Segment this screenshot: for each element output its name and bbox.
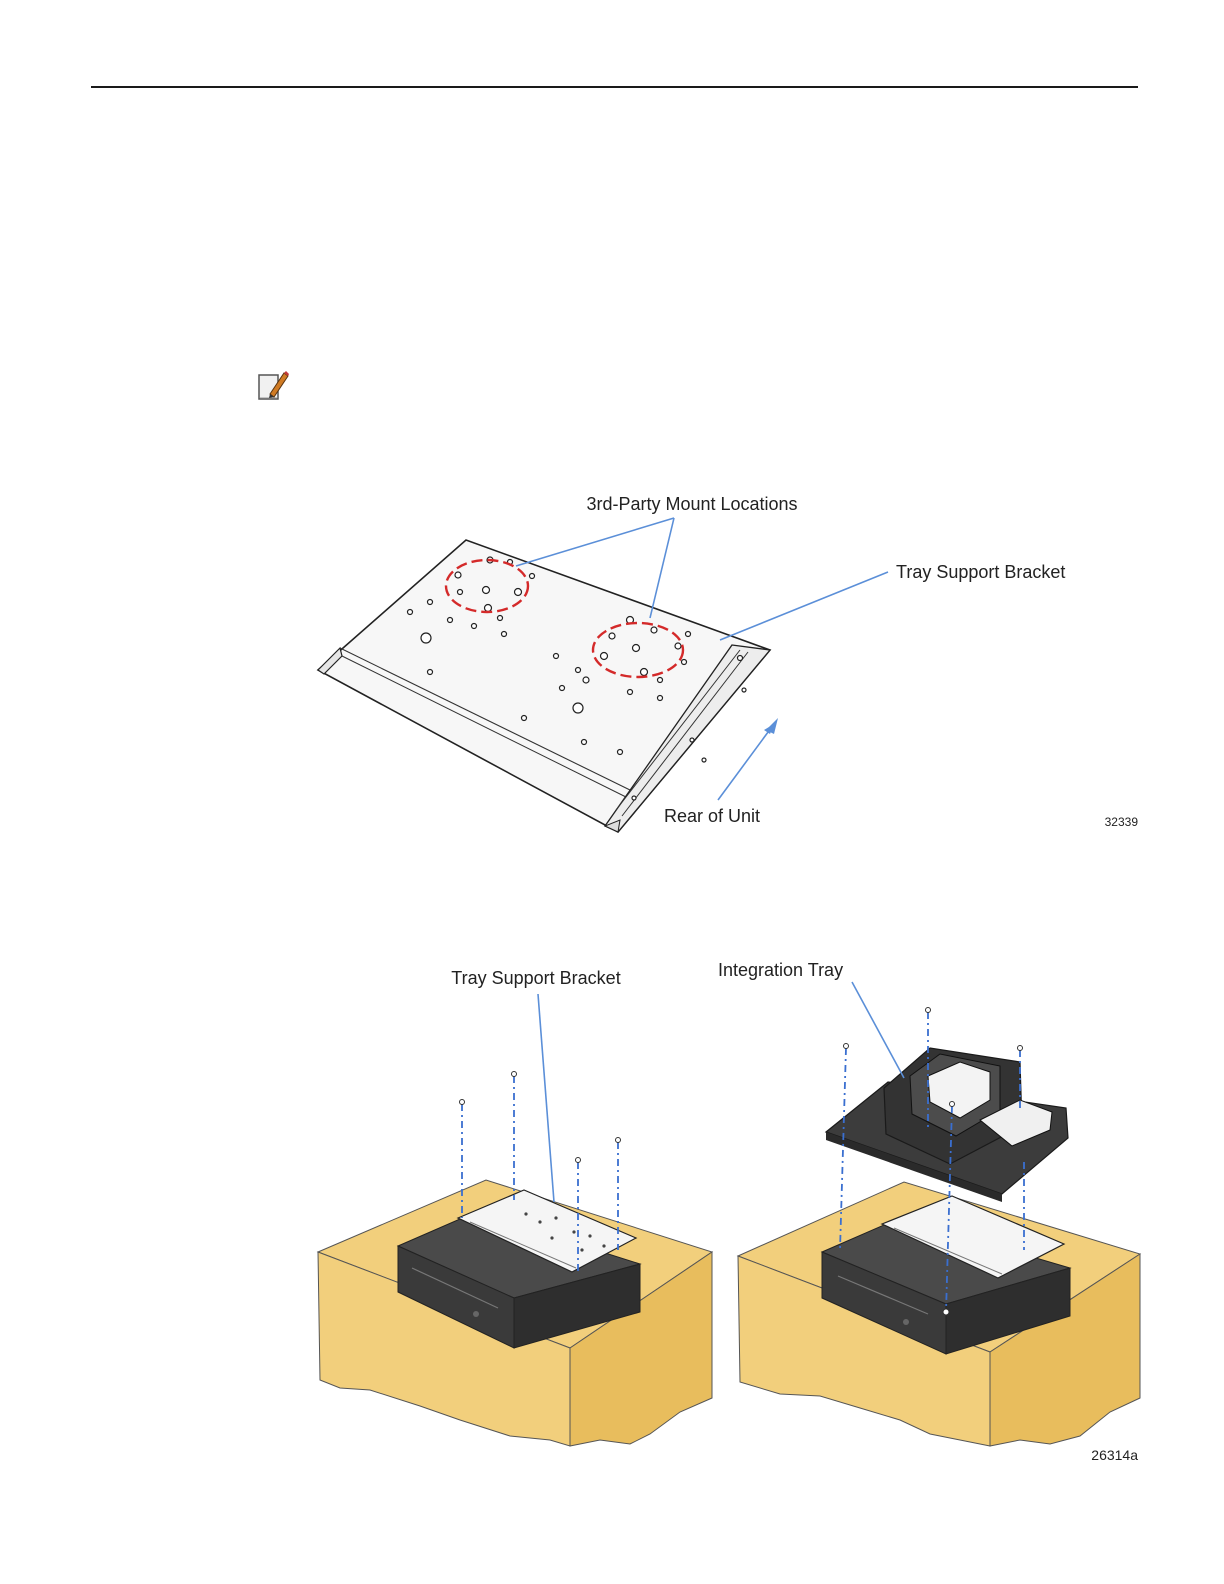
figure-tray-support-bracket: 3rd-Party Mount Locations Tray Support B… [300, 480, 1160, 855]
figure-integration-tray-install: Tray Support Bracket [300, 950, 1160, 1475]
label-tray-support-bracket: Tray Support Bracket [896, 562, 1065, 582]
label-mount-locations: 3rd-Party Mount Locations [586, 494, 797, 514]
note-pencil-icon [256, 367, 292, 403]
header-rule [91, 86, 1138, 88]
figure-id-26314a: 26314a [1091, 1447, 1138, 1463]
label-rear-of-unit: Rear of Unit [664, 806, 760, 826]
figure-id-32339: 32339 [1105, 815, 1139, 829]
label-tray-support-bracket-2: Tray Support Bracket [451, 968, 620, 988]
label-integration-tray: Integration Tray [718, 960, 843, 980]
